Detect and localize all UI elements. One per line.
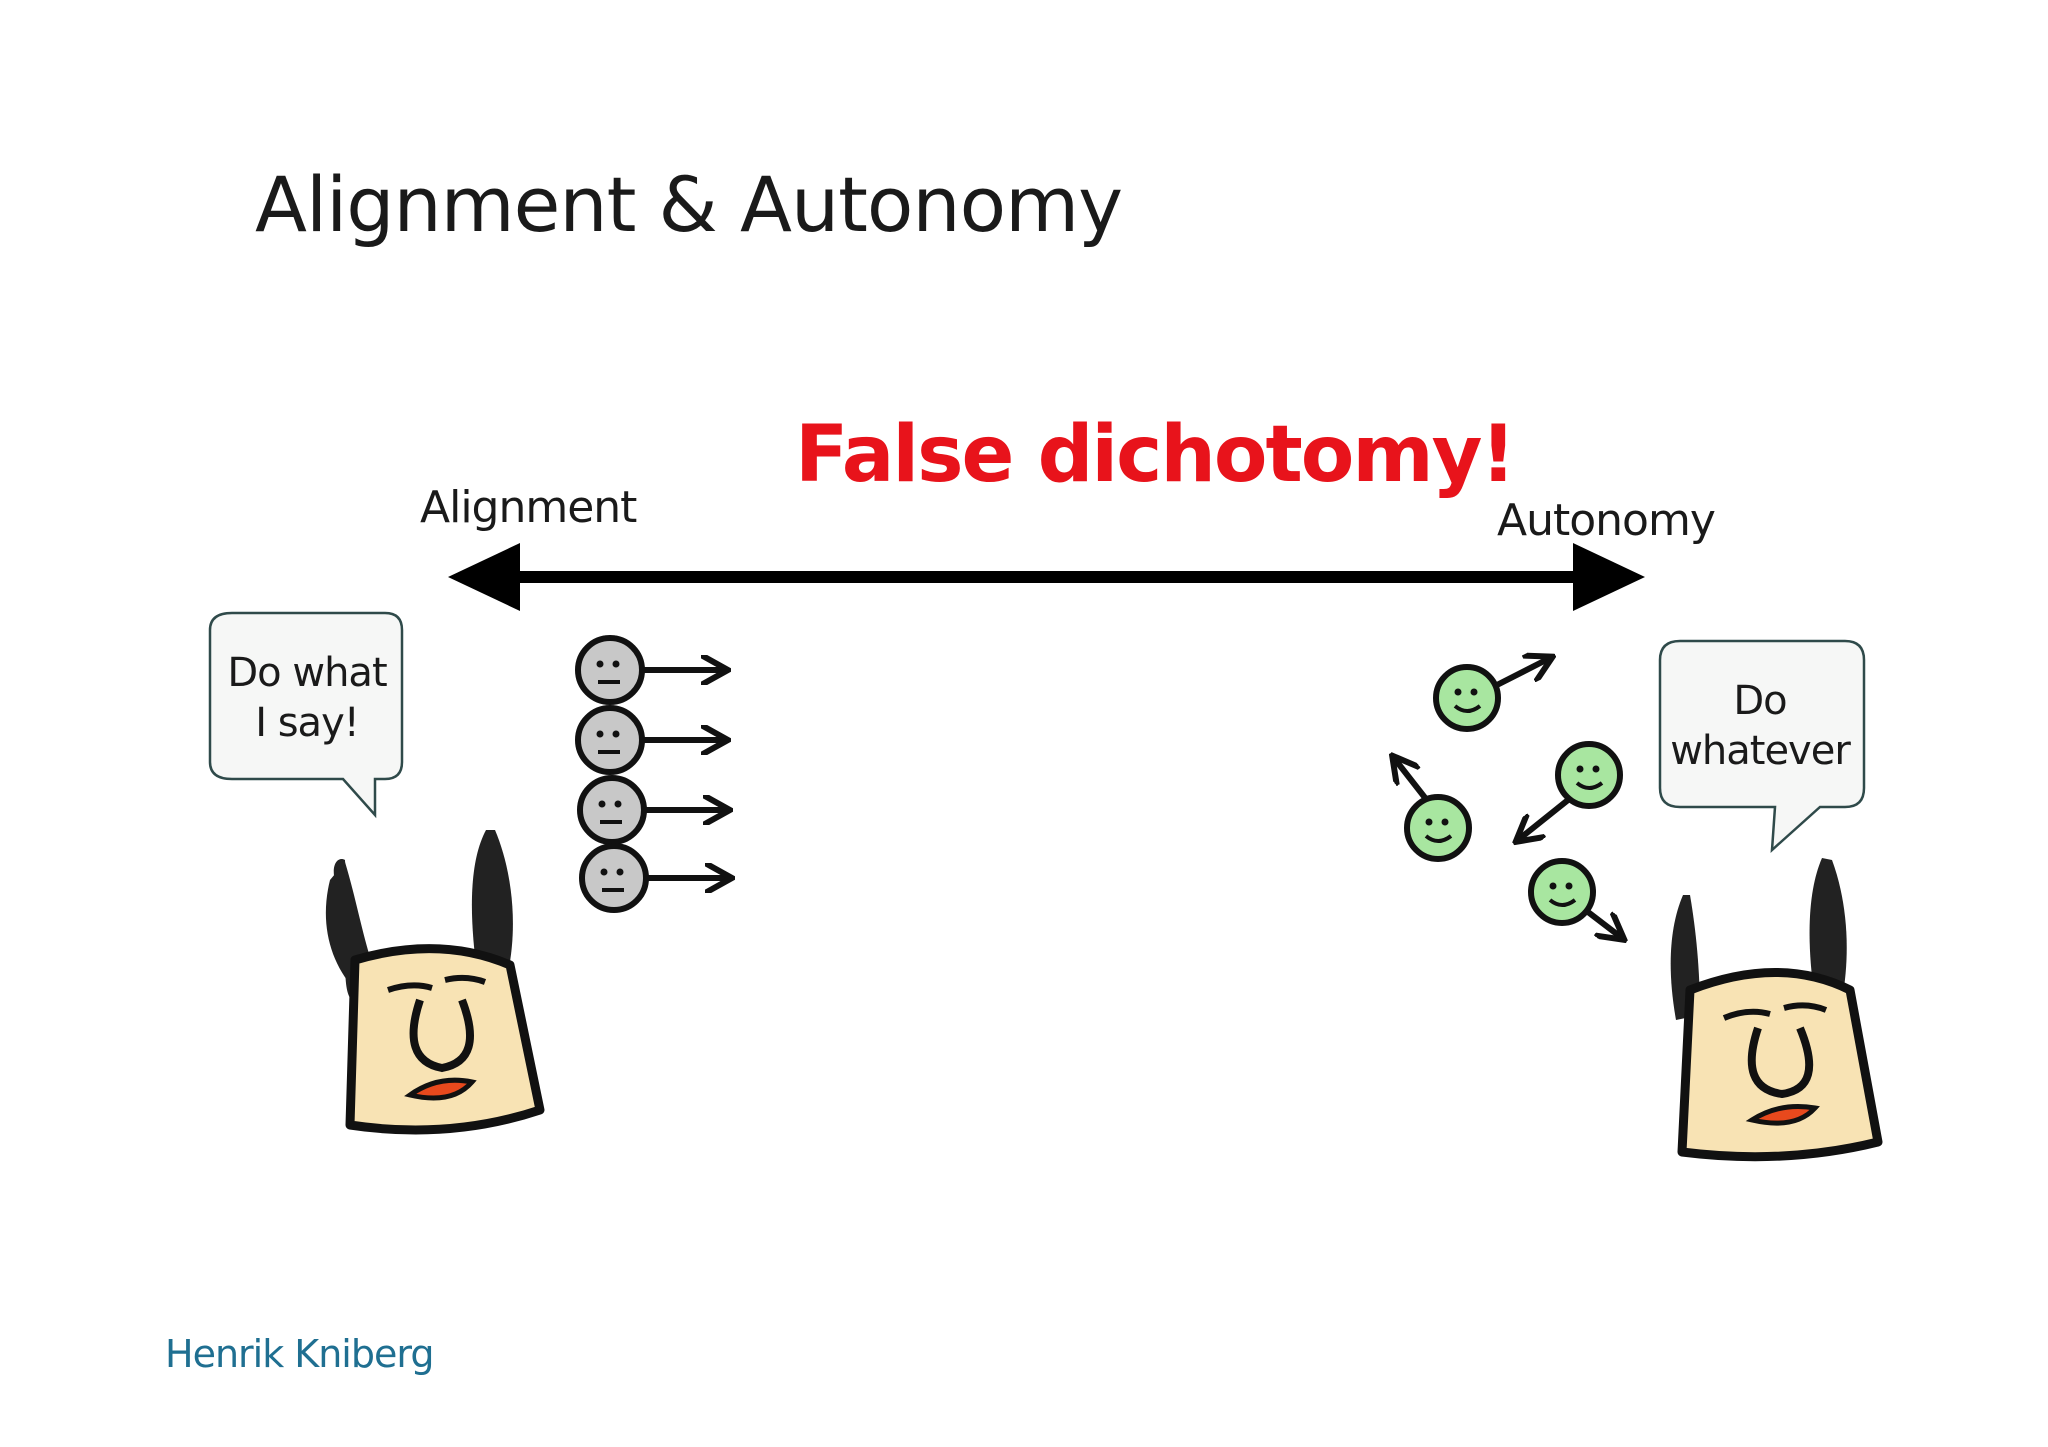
speech-bubble-left xyxy=(208,611,404,819)
autonomous-team-member xyxy=(1528,858,1622,938)
aligned-team-member xyxy=(577,775,727,845)
autonomous-team-member xyxy=(1518,741,1623,840)
axis-label-alignment: Alignment xyxy=(420,482,637,533)
boss-character-right xyxy=(1670,858,1883,1162)
speech-line: Do what xyxy=(227,650,387,696)
boss-character-left xyxy=(325,830,545,1135)
aligned-team-member xyxy=(575,705,725,775)
speech-line: whatever xyxy=(1670,728,1851,774)
false-dichotomy-headline: False dichotomy! xyxy=(795,410,1516,500)
speech-bubble-right-text: Do whatever xyxy=(1660,676,1860,776)
author-credit: Henrik Kniberg xyxy=(165,1332,434,1376)
slide-title: Alignment & Autonomy xyxy=(255,160,1123,249)
speech-bubble-right xyxy=(1658,639,1866,853)
autonomous-team-member xyxy=(1394,758,1472,862)
speech-line: I say! xyxy=(255,700,360,746)
speech-bubble-left-text: Do what I say! xyxy=(212,648,402,748)
alignment-autonomy-axis-arrow xyxy=(448,543,1645,611)
aligned-team-member xyxy=(579,843,729,913)
speech-line: Do xyxy=(1733,678,1787,724)
aligned-team-member xyxy=(575,635,725,705)
autonomous-team-member xyxy=(1433,658,1550,732)
axis-label-autonomy: Autonomy xyxy=(1497,495,1716,546)
